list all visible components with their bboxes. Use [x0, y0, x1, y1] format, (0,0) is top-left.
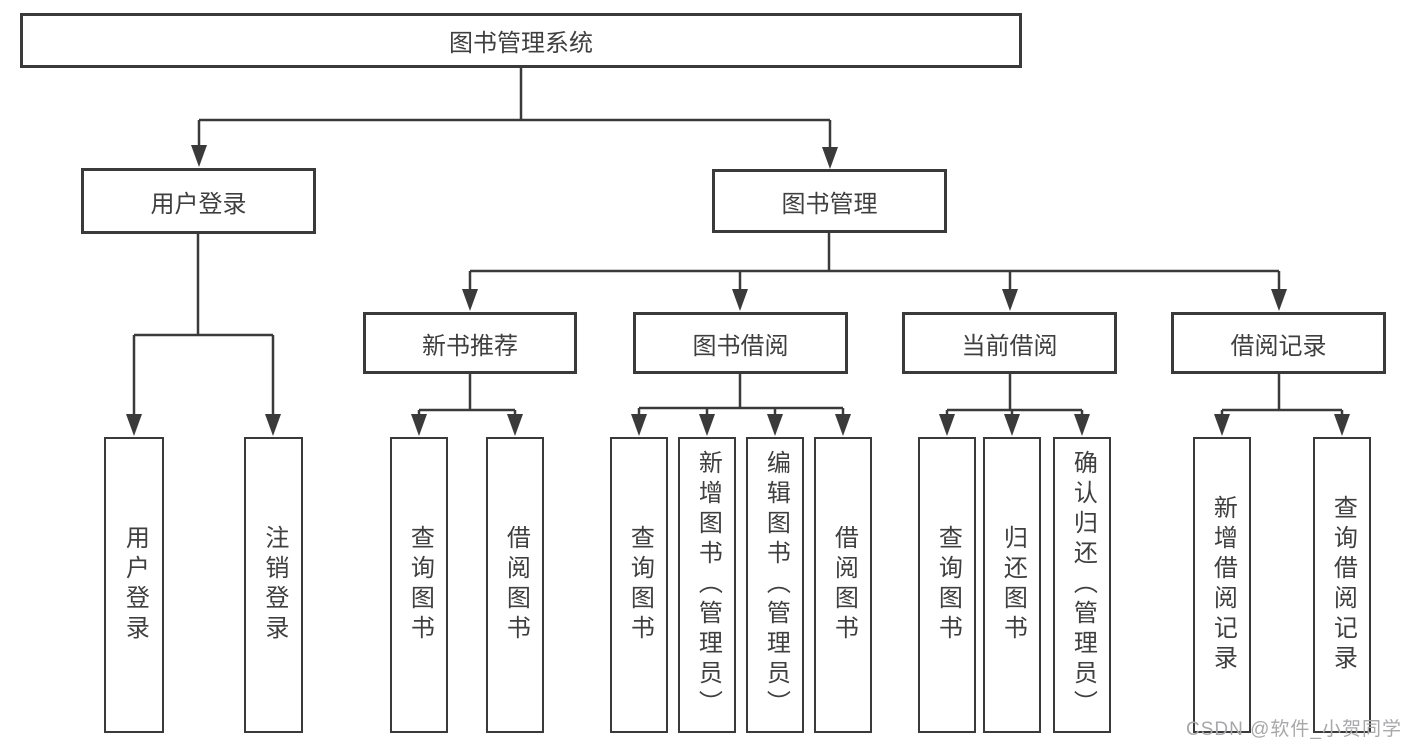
- leaf-borrow-books-label: 借阅图书: [830, 525, 858, 645]
- leaf-confirm-return-admin: 确认归还（管理员）: [1053, 437, 1111, 733]
- node-book-borrowing: 图书借阅: [633, 312, 848, 374]
- watermark-text: CSDN @软件_小贺同学: [1186, 719, 1402, 740]
- leaf-return-books: 归还图书: [983, 437, 1041, 733]
- node-current-borrowing: 当前借阅: [902, 312, 1117, 374]
- leaf-edit-books-admin: 编辑图书（管理员）: [746, 437, 804, 733]
- leaf-query-books-recommend: 查询图书: [390, 437, 448, 733]
- leaf-logout: 注销登录: [244, 437, 303, 733]
- leaf-query-books-borrowing: 查询图书: [610, 437, 668, 733]
- leaf-query-books-borrowing-label: 查询图书: [626, 525, 654, 645]
- leaf-edit-books-admin-label: 编辑图书（管理员）: [762, 450, 790, 720]
- leaf-user-login: 用户登录: [104, 437, 164, 733]
- node-new-book-recommendation: 新书推荐: [363, 312, 577, 374]
- leaf-user-login-label: 用户登录: [121, 525, 149, 645]
- leaf-add-books-admin-label: 新增图书（管理员）: [694, 450, 722, 720]
- leaf-query-borrow-record: 查询借阅记录: [1313, 437, 1371, 733]
- node-borrowing-records: 借阅记录: [1171, 312, 1386, 374]
- node-library-management-system: 图书管理系统: [20, 13, 1022, 68]
- leaf-return-books-label: 归还图书: [999, 525, 1027, 645]
- node-user-login: 用户登录: [81, 168, 316, 234]
- leaf-query-books-current: 查询图书: [918, 437, 976, 733]
- leaf-query-books-recommend-label: 查询图书: [406, 525, 434, 645]
- node-book-management: 图书管理: [712, 169, 947, 233]
- leaf-borrow-books: 借阅图书: [814, 437, 872, 733]
- leaf-confirm-return-admin-label: 确认归还（管理员）: [1069, 450, 1097, 720]
- leaf-add-books-admin: 新增图书（管理员）: [678, 437, 736, 733]
- leaf-borrow-books-recommend: 借阅图书: [486, 437, 544, 733]
- leaf-query-books-current-label: 查询图书: [934, 525, 962, 645]
- leaf-add-borrow-record: 新增借阅记录: [1193, 437, 1251, 733]
- leaf-borrow-books-recommend-label: 借阅图书: [502, 525, 530, 645]
- leaf-add-borrow-record-label: 新增借阅记录: [1209, 495, 1237, 675]
- leaf-query-borrow-record-label: 查询借阅记录: [1329, 495, 1357, 675]
- leaf-logout-label: 注销登录: [260, 525, 288, 645]
